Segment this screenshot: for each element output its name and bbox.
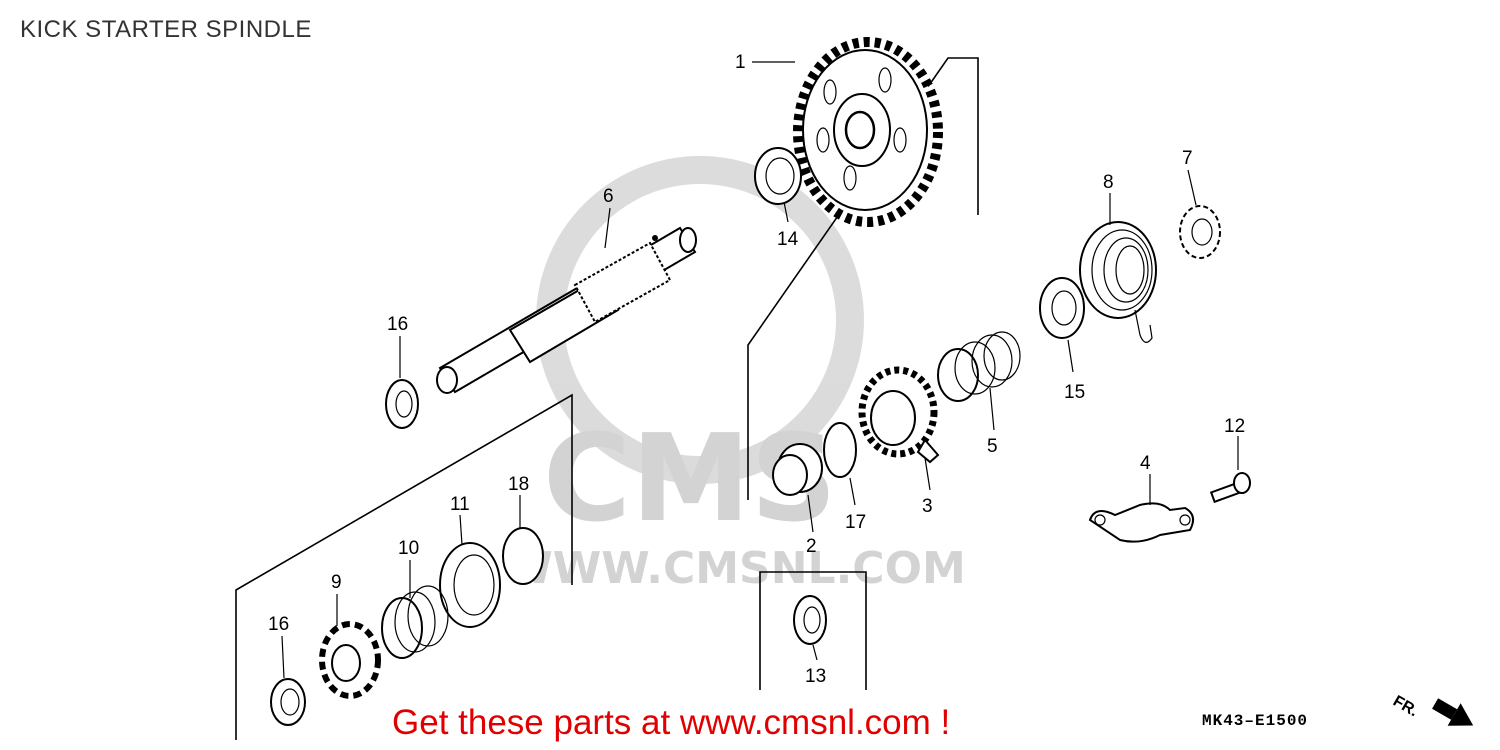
front-direction-indicator: FR. [1390,693,1474,726]
part-7-ratchet-nut [1179,205,1221,259]
callout-16-upper: 16 [387,314,408,335]
leader-lines [281,61,1239,679]
part-4-stopper-plate [1088,502,1195,543]
part-11-washer [439,542,501,628]
part-17-circlip [823,422,857,478]
part-12-bolt [1209,472,1251,504]
callout-5: 5 [987,436,998,457]
callout-numbers: 1 6 14 7 8 16 15 5 3 17 2 12 4 18 11 10 … [268,52,1245,687]
callout-14: 14 [777,229,799,250]
callout-11: 11 [450,494,470,515]
part-2-bush [772,443,823,496]
callout-3: 3 [922,496,933,517]
part-8-return-spring [1079,221,1157,343]
callout-7: 7 [1182,148,1193,169]
callout-8: 8 [1103,172,1114,193]
group-outlines [235,57,979,740]
arrow-right-icon [1432,698,1474,726]
part-16-washer-upper [385,379,419,429]
callout-15: 15 [1064,382,1085,403]
callout-17: 17 [845,512,866,533]
part-14-washer [754,147,802,205]
cta-link-text[interactable]: Get these parts at www.cmsnl.com ! [392,703,951,742]
page-title: KICK STARTER SPINDLE [20,16,312,43]
callout-1: 1 [735,52,746,73]
callout-16-lower: 16 [268,614,289,635]
callout-18: 18 [508,474,529,495]
callout-2: 2 [806,536,817,557]
callout-12: 12 [1224,416,1245,437]
part-1-gear [793,37,943,227]
part-5-spring [937,331,1021,402]
part-10-spring [381,585,449,659]
callout-6: 6 [603,186,614,207]
part-13-washer [793,595,827,645]
diagram-code: MK43–E1500 [1202,712,1309,730]
callout-4: 4 [1140,453,1151,474]
callout-13: 13 [805,666,826,687]
part-9-ratchet [319,621,381,699]
callout-9: 9 [331,572,342,593]
part-15-washer [1039,277,1085,339]
watermark-url: WWW.CMSNL.COM [504,543,966,594]
callout-10: 10 [398,538,419,559]
direction-label: FR. [1390,693,1421,721]
part-6-spindle [436,226,697,394]
part-18-circlip [502,527,544,585]
part-16-washer-lower [270,678,306,726]
part-3-ratchet [858,366,940,464]
